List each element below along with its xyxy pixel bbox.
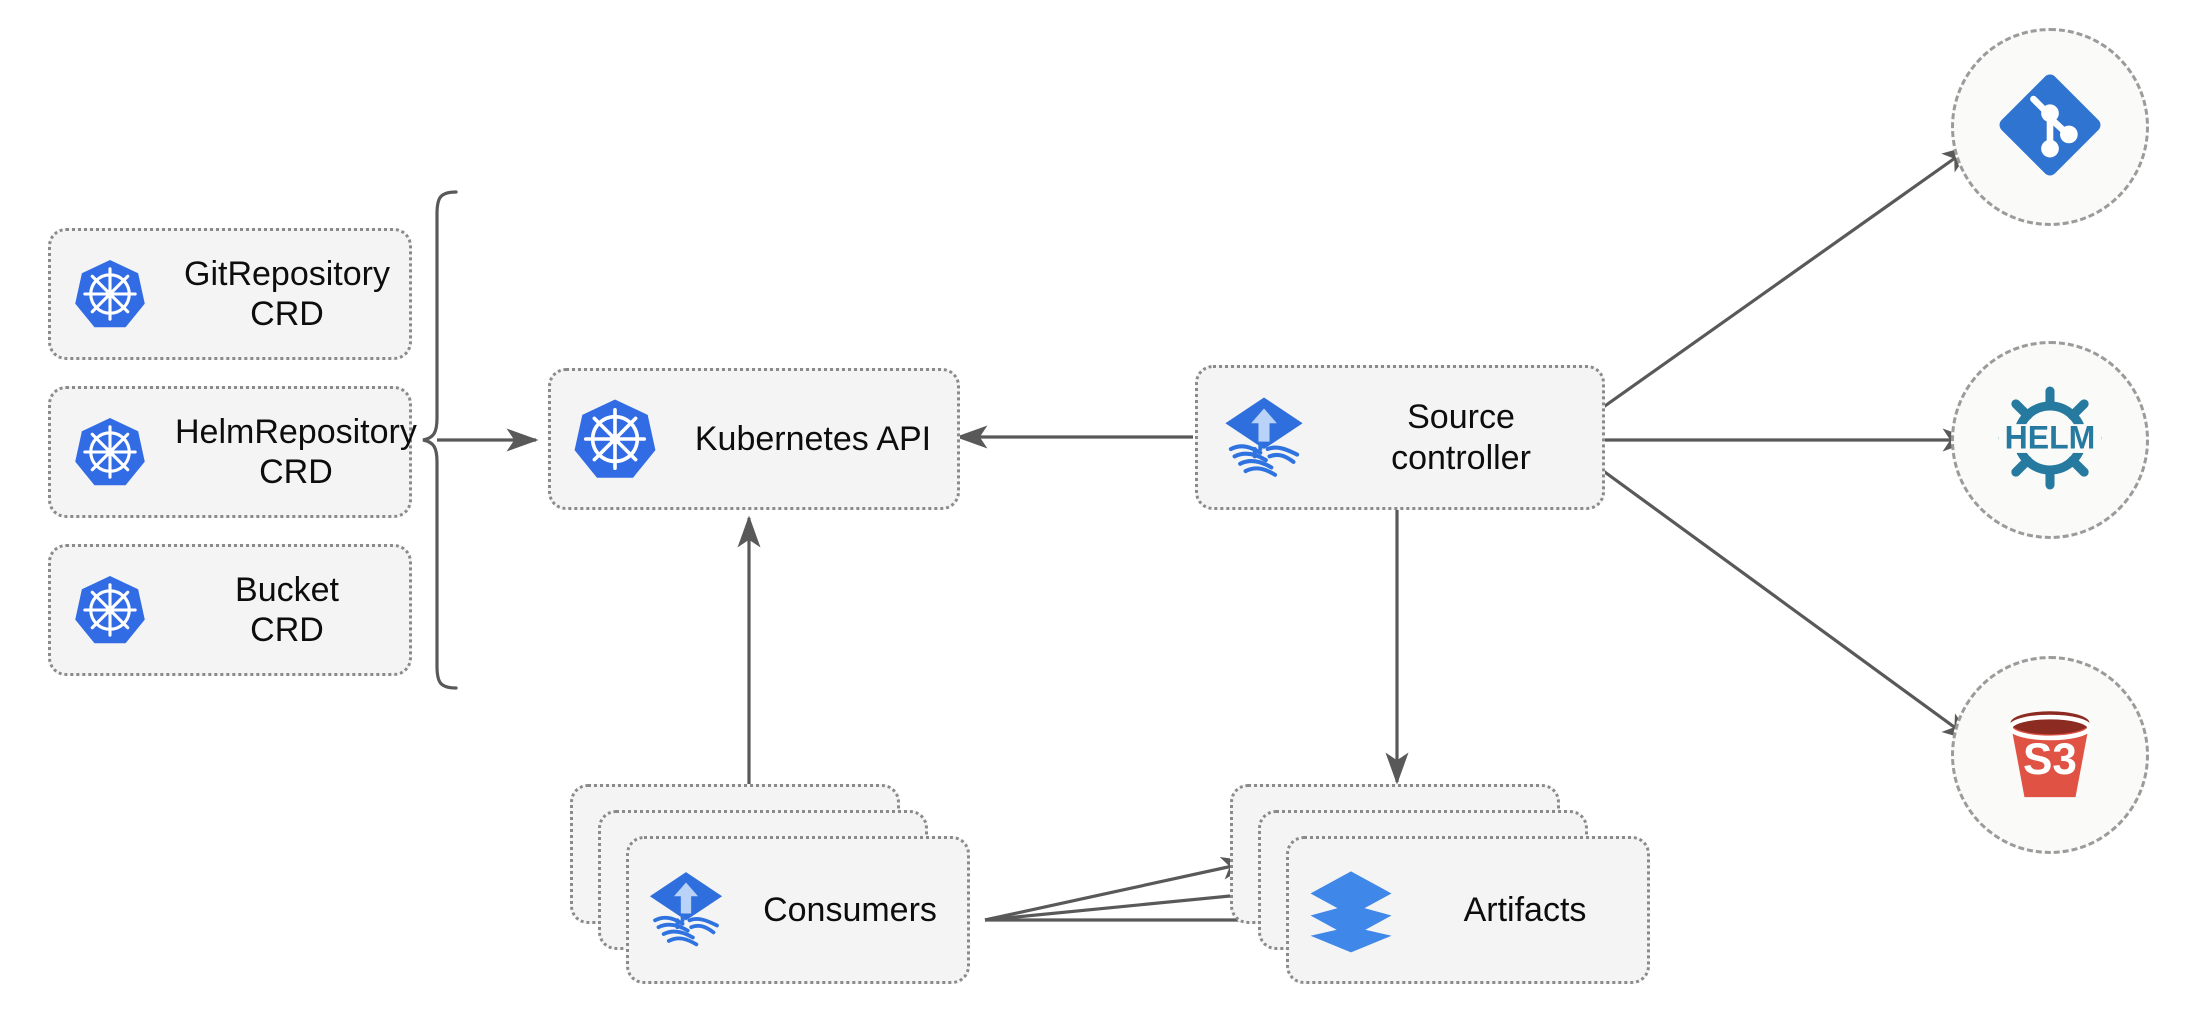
crd-label: GitRepository CRD: [184, 254, 390, 333]
helm-wordmark: HELM: [2005, 419, 2096, 455]
crd-label: HelmRepository CRD: [175, 412, 417, 491]
source-controller-label: Source controller: [1391, 398, 1531, 477]
s3-circle[interactable]: S3: [1951, 656, 2149, 854]
consumers-stack[interactable]: Consumers: [570, 784, 970, 984]
kubernetes-icon: [51, 573, 169, 647]
kubernetes-api-box[interactable]: Kubernetes API: [548, 368, 960, 510]
kubernetes-icon: [51, 257, 169, 331]
consumers-label: Consumers: [763, 890, 937, 929]
artifacts-label: Artifacts: [1463, 890, 1587, 929]
layers-icon: [1289, 864, 1413, 956]
s3-bucket-icon: S3: [1992, 695, 2108, 816]
connector-source-controller-to-s3: [1601, 468, 1975, 742]
crd-brace: [422, 190, 458, 690]
artifacts-box[interactable]: Artifacts: [1286, 836, 1650, 984]
git-circle[interactable]: [1951, 28, 2149, 226]
consumers-box[interactable]: Consumers: [626, 836, 970, 984]
connector-source-controller-to-git: [1601, 144, 1975, 410]
crd-box-gitrepository[interactable]: GitRepository CRD: [48, 228, 412, 360]
crd-box-bucket[interactable]: Bucket CRD: [48, 544, 412, 676]
artifacts-stack[interactable]: Artifacts: [1230, 784, 1650, 984]
kubernetes-icon: [551, 396, 679, 482]
helm-circle[interactable]: HELM: [1951, 341, 2149, 539]
flux-icon: [1198, 392, 1330, 484]
source-controller-box[interactable]: Source controller: [1195, 365, 1605, 510]
kubernetes-api-label: Kubernetes API: [694, 419, 932, 458]
git-icon: [1991, 66, 2109, 189]
kubernetes-icon: [51, 415, 169, 489]
helm-icon: HELM: [1986, 374, 2114, 507]
s3-wordmark: S3: [2023, 734, 2077, 783]
crd-box-helmrepository[interactable]: HelmRepository CRD: [48, 386, 417, 518]
connector-consumers-to-artifacts-top: [984, 857, 1254, 922]
crd-label: Bucket CRD: [235, 570, 339, 649]
flux-icon: [629, 867, 743, 953]
